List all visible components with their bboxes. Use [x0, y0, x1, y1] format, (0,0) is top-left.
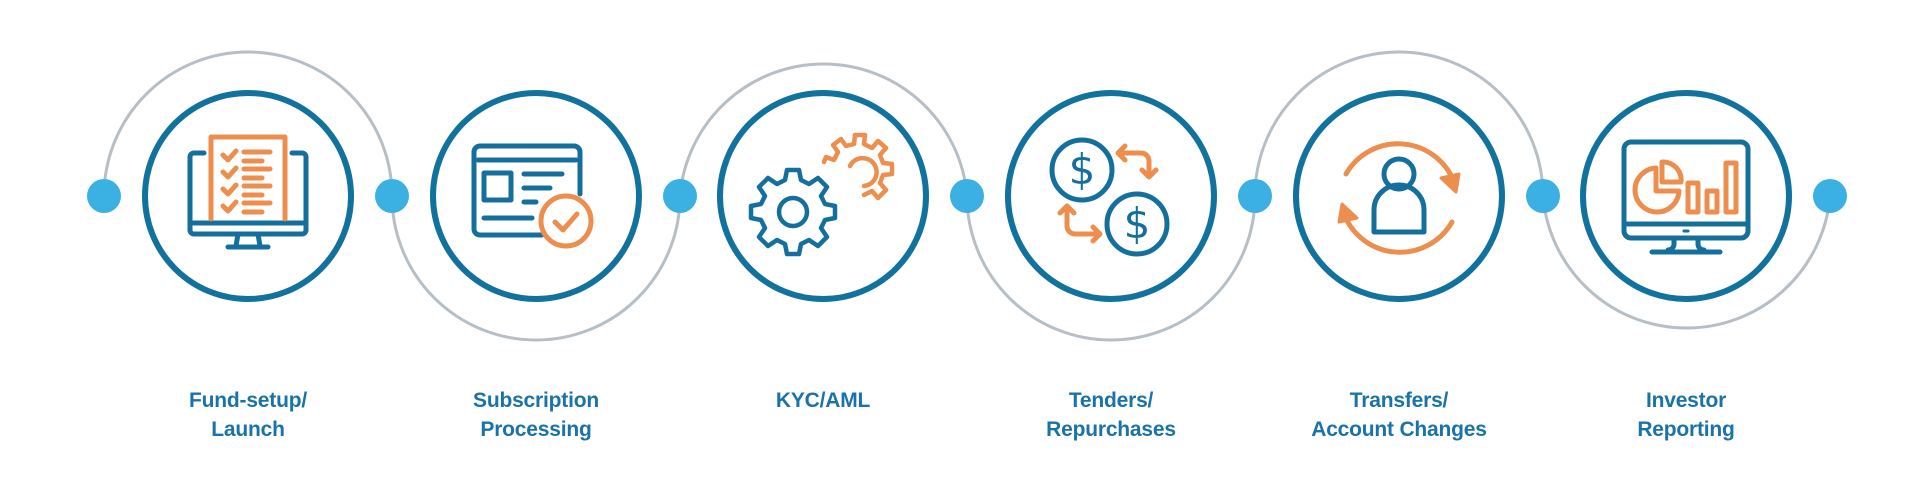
dot-5	[1238, 179, 1272, 213]
dot-2	[375, 179, 409, 213]
dot-3	[663, 179, 697, 213]
arc-bottom-6	[1541, 195, 1832, 330]
arc-top-3	[678, 62, 969, 197]
monitor-checklist-icon	[187, 134, 309, 250]
arc-bottom-2	[390, 195, 682, 342]
connector-dots	[87, 179, 1847, 213]
dot-6	[1526, 179, 1560, 213]
step-label-investor-reporting: Investor Reporting	[1556, 386, 1816, 444]
step-label-tenders: Tenders/ Repurchases	[981, 386, 1241, 444]
step-label-line1: Transfers/	[1349, 389, 1449, 412]
step-label-line2: Reporting	[1637, 418, 1735, 441]
step-ring-2	[430, 90, 642, 302]
arc-bottom-4	[965, 195, 1257, 342]
arc-top-5	[1253, 50, 1545, 197]
user-sync-icon	[1337, 141, 1461, 255]
dot-7	[1813, 179, 1847, 213]
dot-4	[950, 179, 984, 213]
form-approved-icon	[471, 143, 594, 249]
step-label-line2: Repurchases	[1046, 418, 1176, 441]
dot-1	[87, 179, 121, 213]
step-label-transfers: Transfers/ Account Changes	[1269, 386, 1529, 444]
step-label-line2: Account Changes	[1311, 418, 1487, 441]
step-label-line1: Fund-setup/	[189, 389, 307, 412]
step-label-fund-setup: Fund-setup/ Launch	[118, 386, 378, 444]
step-label-line1: Tenders/	[1068, 389, 1154, 412]
dollar-exchange-icon: $ $	[1049, 137, 1170, 257]
step-label-kyc-aml: KYC/AML	[693, 386, 953, 415]
step-label-line1: KYC/AML	[775, 389, 871, 412]
step-label-line2: Launch	[211, 418, 285, 441]
arc-top-1	[102, 50, 394, 197]
step-ring-5	[1293, 90, 1505, 302]
svg-text:$: $	[1069, 145, 1096, 194]
step-label-subscription: Subscription Processing	[406, 386, 666, 444]
step-label-line2: Processing	[480, 418, 592, 441]
connector-arcs	[102, 50, 1832, 342]
gears-icon	[748, 132, 895, 257]
svg-text:$: $	[1124, 199, 1151, 248]
monitor-chart-icon	[1621, 139, 1751, 255]
step-label-line1: Subscription	[473, 389, 599, 412]
step-ring-4	[1005, 90, 1217, 302]
step-label-line1: Investor	[1645, 389, 1727, 412]
